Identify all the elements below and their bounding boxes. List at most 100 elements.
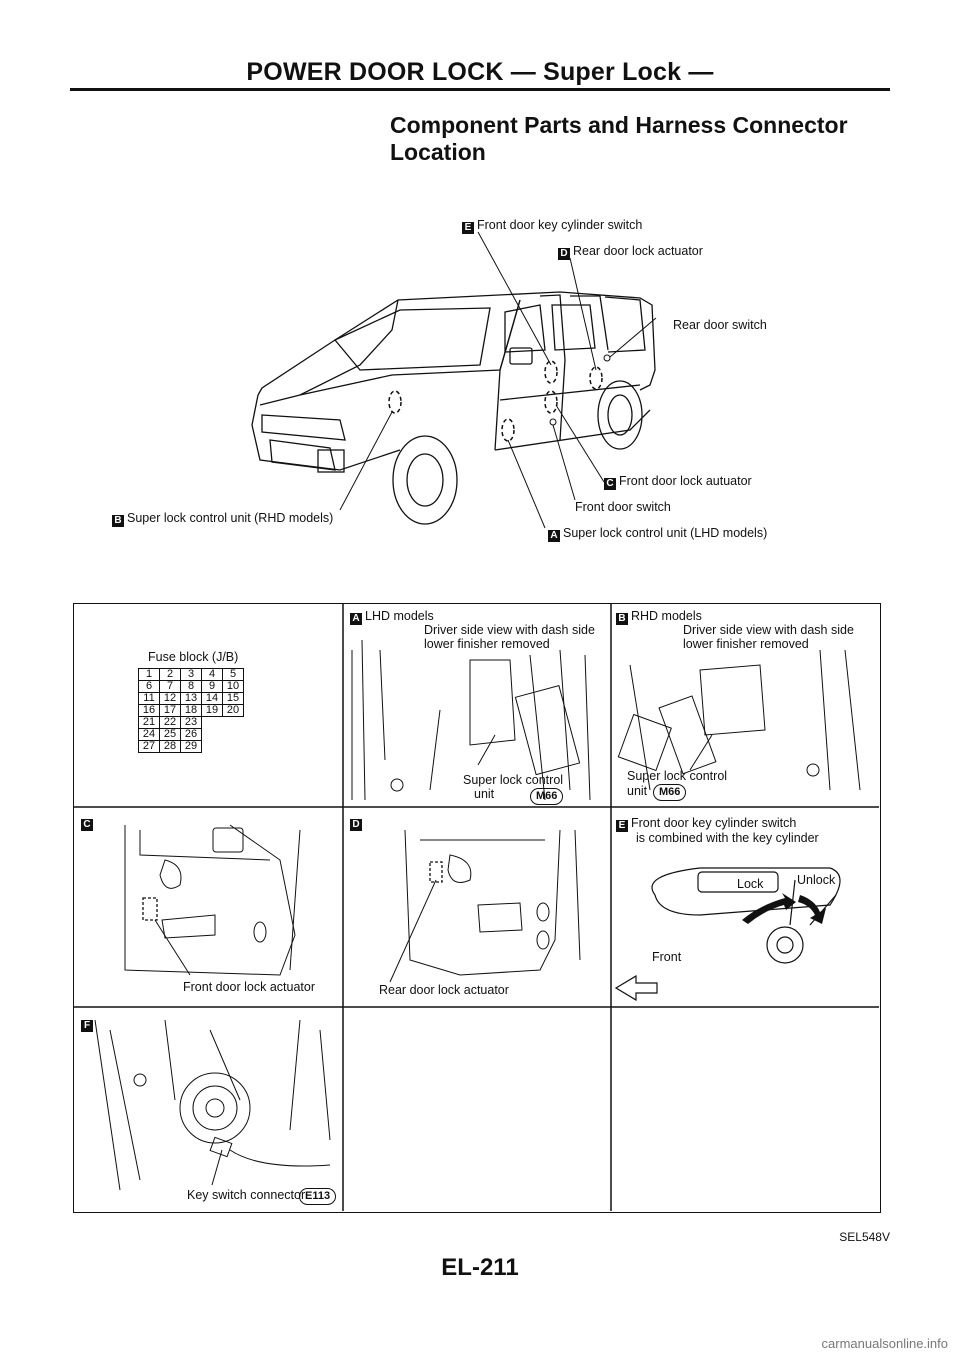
figure-reference-code: SEL548V — [839, 1230, 890, 1244]
fuse-cell: 11 — [138, 692, 160, 705]
panel-c-badge: C — [81, 815, 96, 831]
panel-f-label: Key switch connector — [187, 1188, 306, 1202]
page-header-title: POWER DOOR LOCK — Super Lock — — [246, 58, 714, 86]
fuse-cell: 12 — [159, 692, 181, 705]
panel-f-badge: F — [81, 1016, 96, 1032]
footer-watermark: carmanualsonline.info — [821, 1336, 948, 1351]
fuse-cell: 16 — [138, 704, 160, 717]
panel-a-title-text: LHD models — [365, 609, 434, 623]
callout-lhd-control-unit-text: Super lock control unit (LHD models) — [563, 526, 768, 540]
badge-f: F — [81, 1020, 93, 1032]
fuse-cell: 14 — [201, 692, 223, 705]
connector-e113: E113 — [299, 1188, 337, 1205]
panel-a-desc2: lower finisher removed — [424, 637, 550, 651]
badge-c: C — [81, 819, 93, 831]
fuse-cell: 8 — [180, 680, 202, 693]
fuse-cell: 23 — [180, 716, 202, 729]
panel-b-connector: M66 — [653, 782, 687, 801]
fuse-cell: 19 — [201, 704, 223, 717]
badge-e: E — [616, 820, 628, 832]
badge-e: E — [462, 222, 474, 234]
section-title: Component Parts and Harness Connector Lo… — [390, 112, 848, 166]
panel-e-lock-label: Lock — [737, 877, 764, 891]
fuse-cell: 27 — [138, 740, 160, 753]
panel-d-badge: D — [350, 815, 365, 831]
connector-m66: M66 — [653, 784, 687, 801]
section-title-line1: Component Parts and Harness Connector — [390, 112, 848, 138]
connector-m66: M66 — [530, 788, 564, 805]
fuse-cell: 15 — [222, 692, 244, 705]
badge-a: A — [548, 530, 560, 542]
panel-d-label: Rear door lock actuator — [379, 983, 509, 997]
fuse-cell: 20 — [222, 704, 244, 717]
section-title-line2: Location — [390, 139, 486, 165]
fuse-cell: 6 — [138, 680, 160, 693]
fuse-cell: 25 — [159, 728, 181, 741]
fuse-cell: 22 — [159, 716, 181, 729]
panel-c-label: Front door lock actuator — [183, 980, 316, 994]
panel-e-front-label: Front — [652, 950, 682, 964]
fuse-cell: 28 — [159, 740, 181, 753]
fuse-cell: 24 — [138, 728, 160, 741]
fuse-cell: 26 — [180, 728, 202, 741]
callout-front-door-switch: Front door switch — [575, 500, 671, 514]
panel-b-part1: Super lock control — [627, 769, 728, 783]
panel-a-part1: Super lock control — [463, 773, 564, 787]
fuse-cell: 10 — [222, 680, 244, 693]
badge-a: A — [350, 613, 362, 625]
panel-e-line1-text: Front door key cylinder switch — [631, 816, 797, 830]
page-number: EL-211 — [441, 1254, 519, 1281]
callout-rhd-control-unit-text: Super lock control unit (RHD models) — [127, 511, 334, 525]
badge-b: B — [616, 613, 628, 625]
callout-front-door-lock-actuator-text: Front door lock autuator — [619, 474, 752, 488]
callout-key-cylinder-switch-text: Front door key cylinder switch — [477, 218, 643, 232]
panel-e-unlock-label: Unlock — [797, 873, 836, 887]
panel-b-part2: unit — [627, 784, 648, 798]
fuse-cell: 1 — [138, 668, 160, 681]
panel-b-title-text: RHD models — [631, 609, 702, 623]
fuse-cell: 13 — [180, 692, 202, 705]
fuse-block-title: Fuse block (J/B) — [148, 650, 239, 664]
detail-grid — [73, 603, 881, 1213]
fuse-cell: 18 — [180, 704, 202, 717]
fuse-cell: 21 — [138, 716, 160, 729]
badge-d: D — [558, 248, 570, 260]
panel-b-desc2: lower finisher removed — [683, 637, 809, 651]
fuse-cell: 7 — [159, 680, 181, 693]
header-rule — [70, 88, 890, 91]
badge-d: D — [350, 819, 362, 831]
badge-c: C — [604, 478, 616, 490]
panel-a-desc1: Driver side view with dash side — [424, 623, 595, 637]
panel-a-part2: unit — [474, 787, 495, 801]
panel-a-connector: M66 — [530, 786, 564, 805]
fuse-cell: 5 — [222, 668, 244, 681]
fuse-cell: 2 — [159, 668, 181, 681]
fuse-cell: 3 — [180, 668, 202, 681]
badge-b: B — [112, 515, 124, 527]
fuse-cell: 29 — [180, 740, 202, 753]
fuse-cell: 9 — [201, 680, 223, 693]
panel-e-line2: is combined with the key cylinder — [636, 831, 819, 845]
fuse-cell: 4 — [201, 668, 223, 681]
fuse-cell: 17 — [159, 704, 181, 717]
callout-rear-door-lock-actuator-text: Rear door lock actuator — [573, 244, 703, 258]
panel-f-connector: E113 — [299, 1186, 337, 1205]
callout-rear-door-switch: Rear door switch — [673, 318, 767, 332]
panel-b-desc1: Driver side view with dash side — [683, 623, 854, 637]
